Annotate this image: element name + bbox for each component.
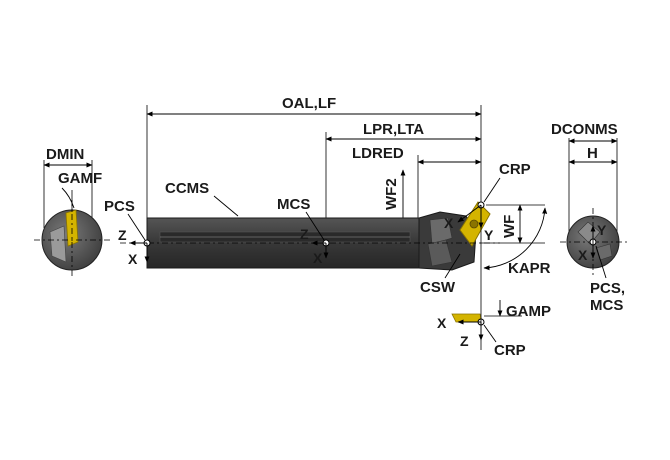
gamf-label: GAMF <box>58 170 102 187</box>
top-dimensions: OAL,LF LPR,LTA LDRED WF2 <box>146 95 482 239</box>
crp-x-axis: X <box>444 215 454 231</box>
mcs-axes: MCS Z X <box>277 196 329 266</box>
gamp-x-axis: X <box>437 315 447 331</box>
lpr-lta-label: LPR,LTA <box>363 121 424 138</box>
gamp-z-axis: Z <box>460 333 469 349</box>
pcs-mcs-label-line2: MCS <box>590 297 623 314</box>
crp-y-axis: Y <box>484 227 494 243</box>
h-label: H <box>587 145 598 162</box>
ldred-label: LDRED <box>352 145 404 162</box>
mcs-label: MCS <box>277 196 310 213</box>
csw-label: CSW <box>420 279 456 296</box>
pcs-mcs-label-line1: PCS, <box>590 280 625 297</box>
kapr-angle: KAPR <box>480 205 551 296</box>
ccms-label: CCMS <box>165 180 209 197</box>
crp-bottom-label: CRP <box>494 342 526 359</box>
right-end-view: DCONMS H Y X PCS, MCS <box>551 121 628 314</box>
wf-label: WF <box>501 215 518 238</box>
gamp-detail: X Z GAMP CRP <box>437 296 551 359</box>
kapr-label: KAPR <box>508 260 551 277</box>
dconms-label: DCONMS <box>551 121 618 138</box>
mcs-z-axis: Z <box>300 226 309 242</box>
left-end-view: DMIN GAMF <box>34 146 110 278</box>
tool-body <box>120 201 500 271</box>
dmin-label: DMIN <box>46 146 84 163</box>
gamp-insert <box>451 313 483 323</box>
pcs-x-axis: X <box>128 251 138 267</box>
end-x-axis: X <box>578 247 588 263</box>
pcs-label: PCS <box>104 198 135 215</box>
pcs-axes: PCS Z X <box>104 198 150 267</box>
oal-lf-label: OAL,LF <box>282 95 336 112</box>
crp-top-label: CRP <box>499 161 531 178</box>
end-y-axis: Y <box>597 222 607 238</box>
gamp-label: GAMP <box>506 303 551 320</box>
pcs-z-axis: Z <box>118 227 127 243</box>
mcs-x-axis: X <box>313 250 323 266</box>
wf2-label: WF2 <box>383 178 400 210</box>
